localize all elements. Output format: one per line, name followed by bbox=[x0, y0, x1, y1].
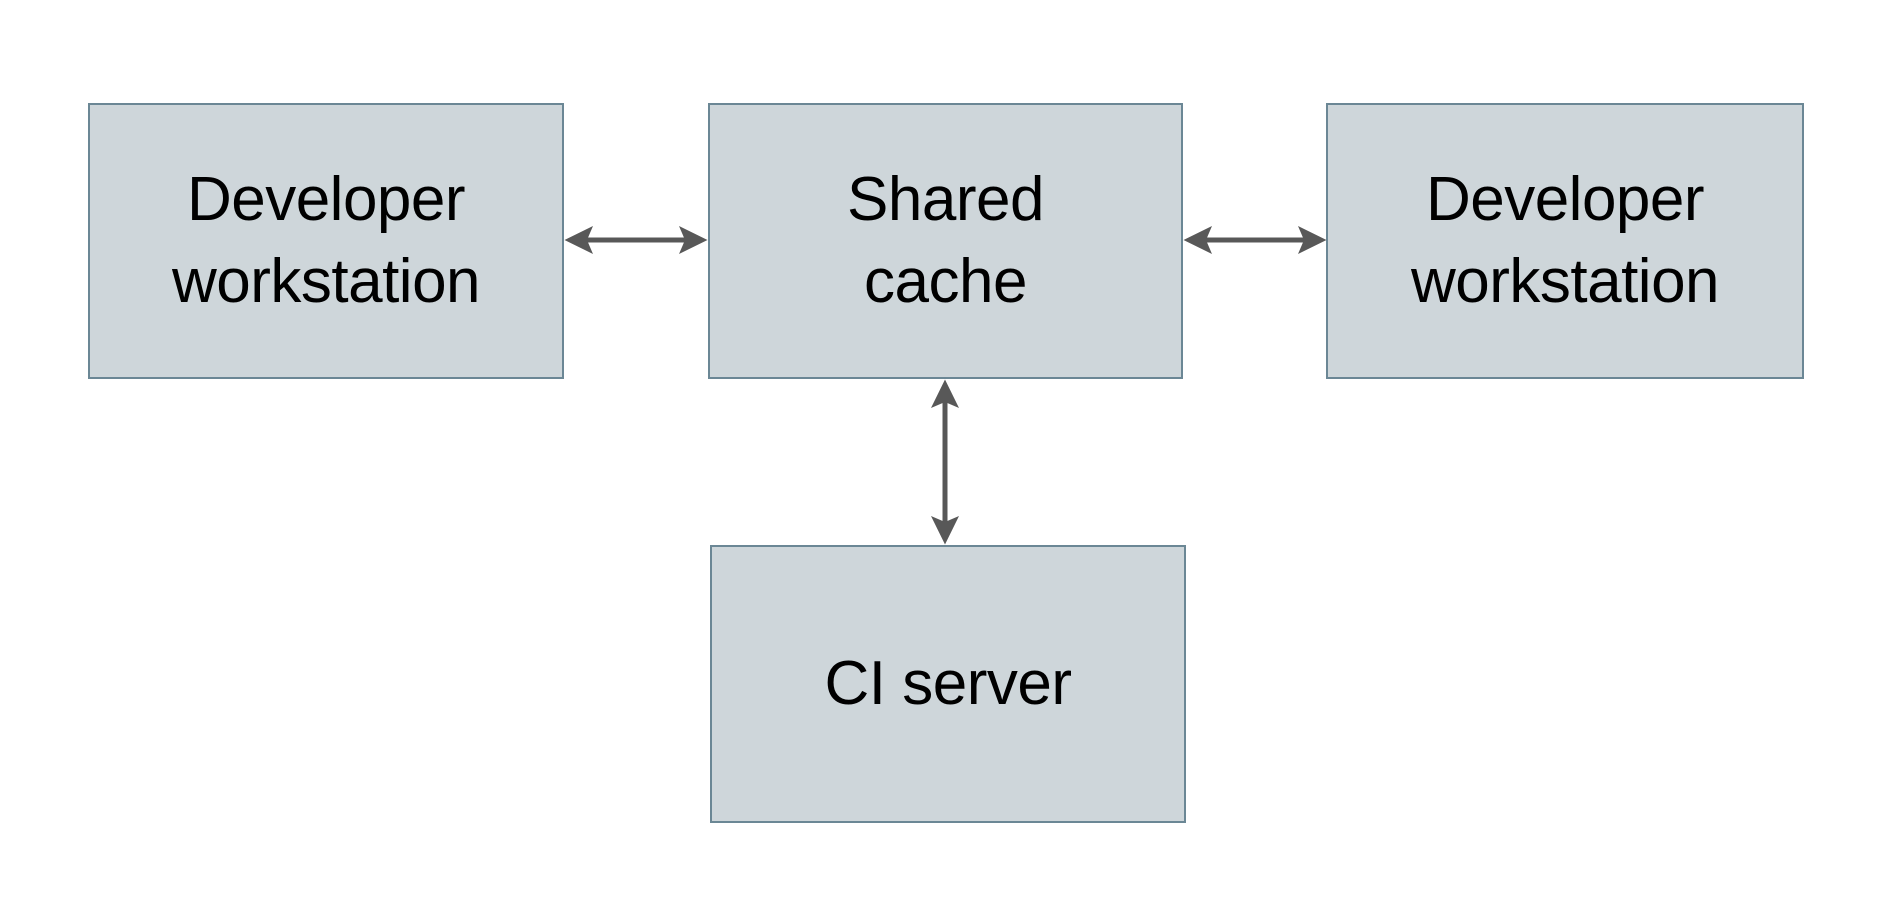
edge-cache-to-right-workstation bbox=[1182, 210, 1328, 270]
node-label-developer-workstation-right: Developer workstation bbox=[1410, 165, 1720, 316]
arrow-double-horizontal-right bbox=[1183, 226, 1327, 254]
node-label-developer-workstation-left: Developer workstation bbox=[171, 165, 481, 316]
node-shared-cache[interactable]: Shared cache bbox=[708, 103, 1183, 379]
arrow-double-vertical bbox=[931, 379, 959, 545]
node-label-shared-cache: Shared cache bbox=[847, 165, 1044, 316]
node-developer-workstation-left[interactable]: Developer workstation bbox=[88, 103, 564, 379]
edge-cache-to-ci-server bbox=[915, 378, 975, 546]
edge-left-workstation-to-cache bbox=[563, 210, 709, 270]
node-ci-server[interactable]: CI server bbox=[710, 545, 1186, 823]
arrow-double-horizontal-left bbox=[564, 226, 708, 254]
node-developer-workstation-right[interactable]: Developer workstation bbox=[1326, 103, 1804, 379]
node-label-ci-server: CI server bbox=[824, 649, 1072, 719]
